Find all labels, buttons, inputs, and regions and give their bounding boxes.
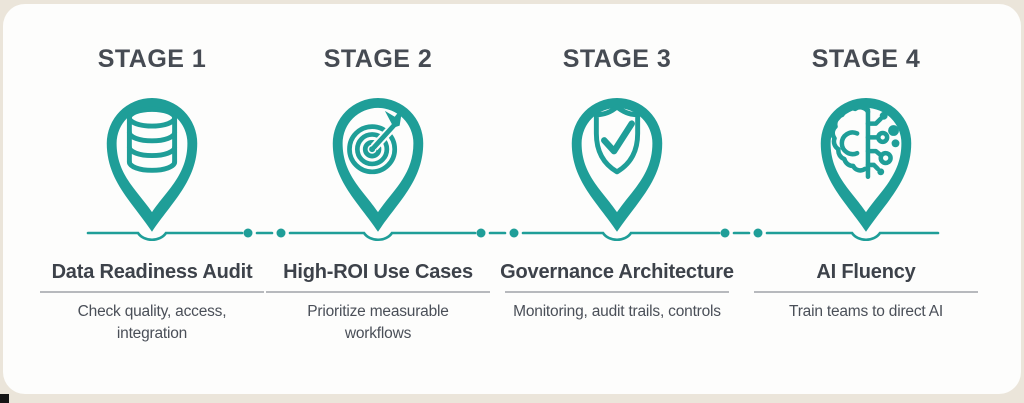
stage-description: Monitoring, audit trails, controls: [513, 303, 721, 320]
stage-label: STAGE 3: [562, 45, 672, 73]
stage-description: Prioritize measurable workflows: [307, 303, 449, 342]
stage-label: STAGE 1: [97, 45, 207, 73]
timeline-dot: [509, 228, 519, 238]
stage-column-3: STAGE 3 Governance Architecture Monitori…: [497, 0, 737, 403]
stage-description: Train teams to direct AI: [789, 303, 943, 320]
screen-artifact: [0, 394, 9, 403]
stage-column-1: STAGE 1 Data Readiness Audit Check quali…: [32, 0, 272, 403]
title-divider: [754, 291, 978, 293]
stage-column-4: STAGE 4 AI Fluency Train teams to direct…: [746, 0, 986, 403]
title-divider: [266, 291, 490, 293]
timeline-segment: [521, 231, 721, 242]
stage-label: STAGE 4: [811, 45, 921, 73]
database-icon: [106, 98, 198, 232]
timeline-dot: [753, 228, 763, 238]
timeline: [86, 228, 940, 242]
title-divider: [505, 291, 729, 293]
timeline-segment: [288, 231, 477, 242]
stage-label: STAGE 2: [323, 45, 433, 73]
shield-check-icon: [571, 98, 663, 232]
stage-title: High-ROI Use Cases: [283, 261, 473, 283]
stage-title: AI Fluency: [816, 261, 916, 283]
title-divider: [40, 291, 264, 293]
stage-title: Data Readiness Audit: [51, 261, 253, 283]
stage-title: Governance Architecture: [500, 261, 734, 283]
brain-circuit-icon: [820, 98, 912, 232]
stage-description: Check quality, access, integration: [77, 303, 227, 342]
stage-column-2: STAGE 2 High-ROI Use Cases Prioritize me…: [258, 0, 498, 403]
timeline-dot: [720, 228, 730, 238]
timeline-dot: [476, 228, 486, 238]
timeline-segment: [86, 231, 244, 242]
timeline-segment: [765, 231, 940, 242]
timeline-dot: [243, 228, 253, 238]
target-dart-icon: [332, 98, 424, 232]
timeline-dot: [276, 228, 286, 238]
